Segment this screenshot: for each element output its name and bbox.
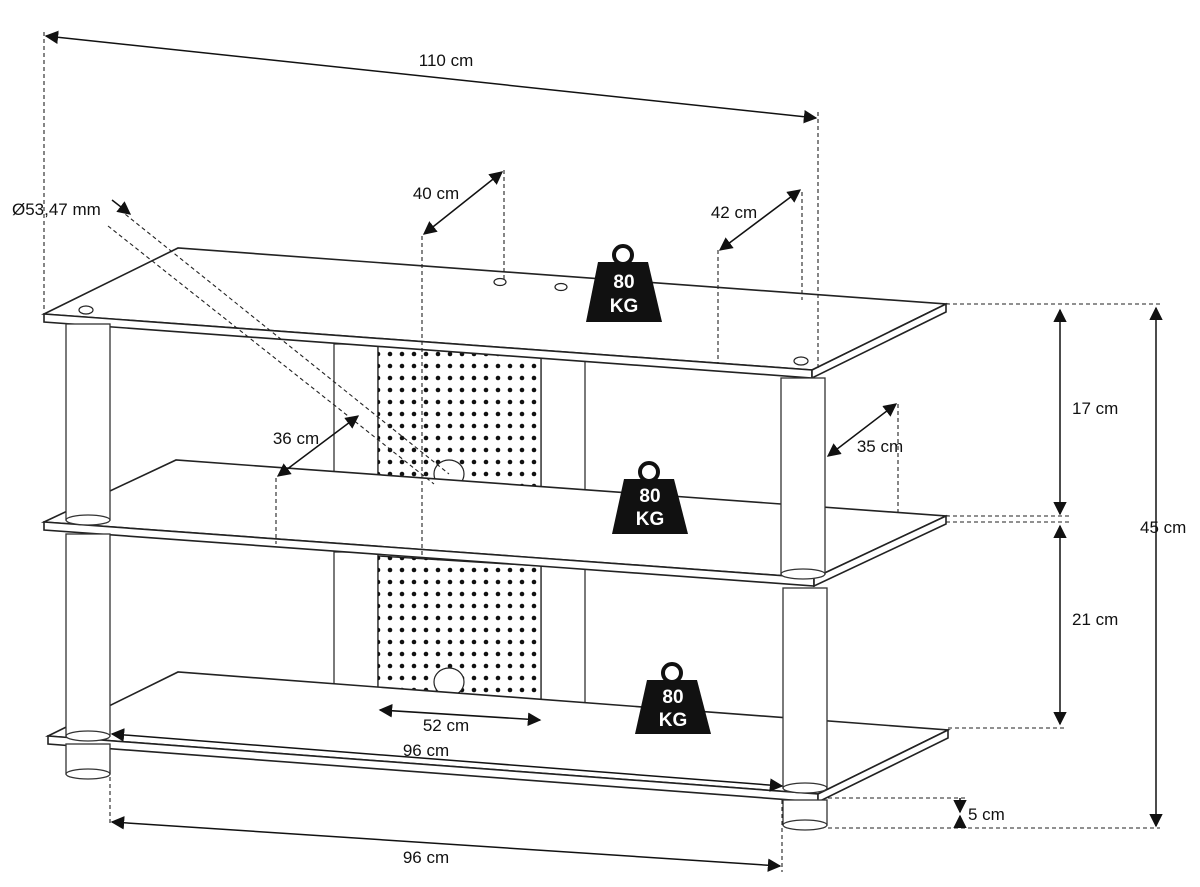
label-post-diameter: Ø53,47 mm xyxy=(12,200,101,219)
weight-number: 80 xyxy=(613,272,634,293)
extension-lines xyxy=(43,32,1160,872)
label-right-depth: 42 cm xyxy=(711,203,757,222)
front-posts-upper xyxy=(65,323,826,580)
middle-shelf xyxy=(40,459,950,588)
label-total-width: 110 cm xyxy=(419,51,474,70)
front-posts-lower xyxy=(65,533,828,794)
label-inner-depth-right: 35 cm xyxy=(857,437,903,456)
label-base-width: 96 cm xyxy=(403,848,449,867)
weight-unit: KG xyxy=(659,710,688,731)
dimension-labels: 110 cm 40 cm 42 cm Ø53,47 mm 36 cm 35 cm… xyxy=(12,51,1186,867)
weight-number: 80 xyxy=(662,687,683,708)
label-shelf-gap-top: 17 cm xyxy=(1072,399,1118,418)
dimension-arrows xyxy=(44,30,1163,872)
weight-number: 80 xyxy=(639,486,660,507)
weight-icon: 80 KG xyxy=(612,461,688,534)
label-panel-width: 52 cm xyxy=(423,716,469,735)
label-shelf-gap-bottom: 21 cm xyxy=(1072,610,1118,629)
label-inner-width: 96 cm xyxy=(403,741,449,760)
rear-panel-upper xyxy=(377,345,542,507)
label-inner-depth-left: 36 cm xyxy=(273,429,319,448)
weight-icon: 80 KG xyxy=(635,662,711,734)
weight-unit: KG xyxy=(636,509,665,530)
label-total-height: 45 cm xyxy=(1140,518,1186,537)
label-upper-depth: 40 cm xyxy=(413,184,459,203)
label-foot-height: 5 cm xyxy=(968,805,1005,824)
weight-icon: 80 KG xyxy=(586,244,662,322)
weight-unit: KG xyxy=(610,296,639,317)
feet xyxy=(65,743,828,831)
